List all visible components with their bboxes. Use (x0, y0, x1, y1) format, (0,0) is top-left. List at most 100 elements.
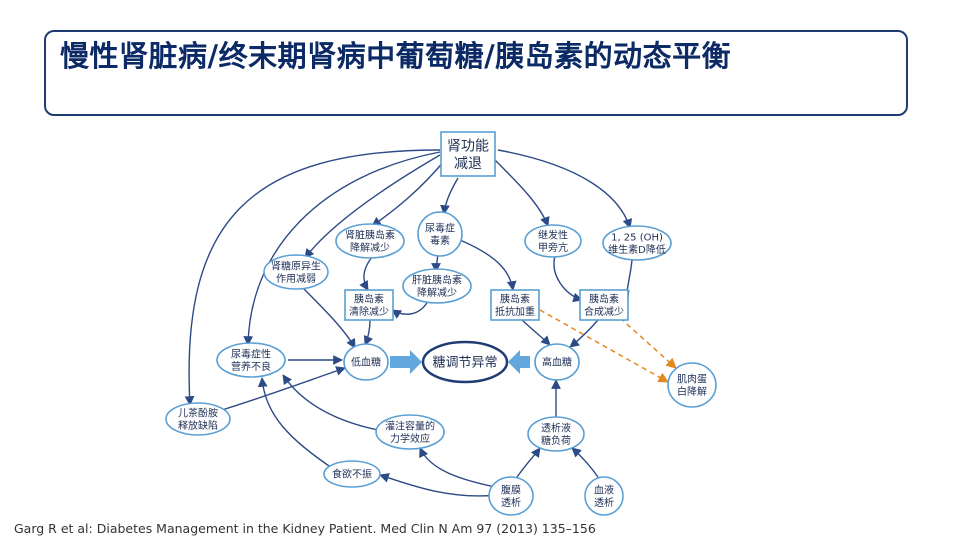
node-label: 高血糖 (542, 356, 572, 369)
edge-kidney-to-gluconeogenesis (304, 154, 441, 259)
node-label: 肌肉蛋 (677, 372, 707, 385)
edge-pd-to-dialysate (514, 447, 541, 481)
node-shape (343, 343, 389, 381)
node-label: 胰岛素 (500, 292, 530, 305)
node-shape (165, 402, 231, 436)
node-label: 肾功能 (447, 138, 489, 154)
node-label: 儿茶酚胺 (178, 406, 218, 419)
big-arrow-right (508, 350, 530, 374)
edge-anorexia-to-malnutrition (257, 377, 336, 471)
node-glucose-disorder: 糖调节异常 (421, 340, 509, 384)
node-label: 肾脏胰岛素 (345, 228, 395, 241)
edge-kidney-to-catecholamine (184, 149, 441, 406)
node-shape (335, 223, 405, 259)
node-label: 透析 (594, 496, 614, 509)
edge-kidney-to-malnutrition (243, 151, 441, 346)
big-arrow-left (390, 350, 422, 374)
node-label: 尿毒症 (425, 221, 455, 234)
edge-fluid-to-malnutrition (282, 374, 379, 431)
node-label: 清除减少 (349, 305, 389, 318)
node-shape (263, 254, 329, 290)
node-label: 尿毒症性 (231, 347, 271, 360)
node-label: 甲旁亢 (538, 241, 568, 254)
node-vitamin-d: 1, 25 (OH)维生素D降低 (602, 225, 672, 261)
node-label: 释放缺陷 (178, 419, 218, 432)
node-label: 营养不良 (231, 360, 271, 373)
node-shape (490, 289, 540, 321)
node-label: 降解减少 (417, 286, 457, 299)
node-shape (344, 289, 394, 321)
node-hypoglycemia: 低血糖 (343, 343, 389, 381)
node-label: 食欲不振 (332, 468, 372, 481)
node-label: 作用减弱 (276, 273, 316, 285)
node-label: 毒素 (430, 234, 450, 247)
edge-kidney-to-uremic-toxin (440, 177, 459, 215)
node-shape (579, 289, 629, 321)
edge-synthesis-to-hyper (569, 319, 599, 348)
node-shape (323, 460, 381, 488)
node-label: 糖调节异常 (432, 355, 497, 371)
edge-clearance-to-hypo (363, 319, 373, 346)
node-label: 合成减少 (584, 305, 624, 318)
node-label: 抵抗加重 (495, 305, 535, 318)
node-shape (417, 211, 463, 257)
edge-catecholamine-to-hypo (221, 366, 346, 411)
node-shape (584, 476, 624, 516)
node-label: 低血糖 (351, 356, 381, 369)
edge-uremic-to-resistance (459, 239, 517, 291)
node-label: 维生素D降低 (608, 243, 666, 256)
node-shape (421, 340, 509, 384)
edge-hd-to-dialysate (571, 447, 601, 481)
node-shape (216, 342, 286, 378)
node-shape (440, 131, 496, 177)
node-label: 1, 25 (OH) (611, 232, 663, 243)
node-hyperglycemia: 高血糖 (534, 343, 580, 381)
node-shape (667, 362, 717, 408)
edge-resistance-to-hyper (521, 319, 551, 346)
edge-kidney-to-hyperparathyroidism (494, 159, 550, 227)
node-label: 白降解 (677, 385, 707, 398)
edge-pd-to-anorexia (379, 473, 498, 497)
slide-title: 慢性肾脏病/终末期肾病中葡萄糖/胰岛素的动态平衡 (60, 39, 732, 73)
edge-resistance-to-muscle (539, 309, 669, 383)
node-label: 糖负荷 (541, 434, 571, 447)
node-label: 透析 (501, 496, 521, 509)
node-shape (524, 224, 582, 258)
edge-pd-to-fluid (419, 447, 501, 489)
edge-renal-insulin-to-clearance (359, 256, 373, 291)
edge-gluconeogenesis-to-hypo (301, 286, 356, 349)
edge-synthesis-to-muscle (619, 317, 677, 369)
node-label: 力学效应 (390, 432, 430, 445)
node-label: 胰岛素 (589, 292, 619, 305)
node-shape (402, 268, 472, 304)
node-label: 肝脏胰岛素 (412, 273, 462, 286)
node-label: 透析液 (541, 421, 571, 434)
node-label: 减退 (454, 156, 482, 172)
node-shape (488, 476, 534, 516)
title-box: 慢性肾脏病/终末期肾病中葡萄糖/胰岛素的动态平衡 (44, 30, 908, 116)
node-label: 胰岛素 (354, 292, 384, 305)
node-label: 灌注容量的 (385, 419, 435, 432)
edge-hyperpth-to-synthesis (553, 255, 583, 303)
node-label: 继发性 (538, 228, 568, 241)
node-label: 降解减少 (350, 241, 390, 254)
edge-kidney-to-renal-insulin (371, 159, 446, 227)
node-anorexia: 食欲不振 (323, 460, 381, 488)
node-label: 腹膜 (501, 483, 521, 496)
node-shape (527, 416, 585, 452)
